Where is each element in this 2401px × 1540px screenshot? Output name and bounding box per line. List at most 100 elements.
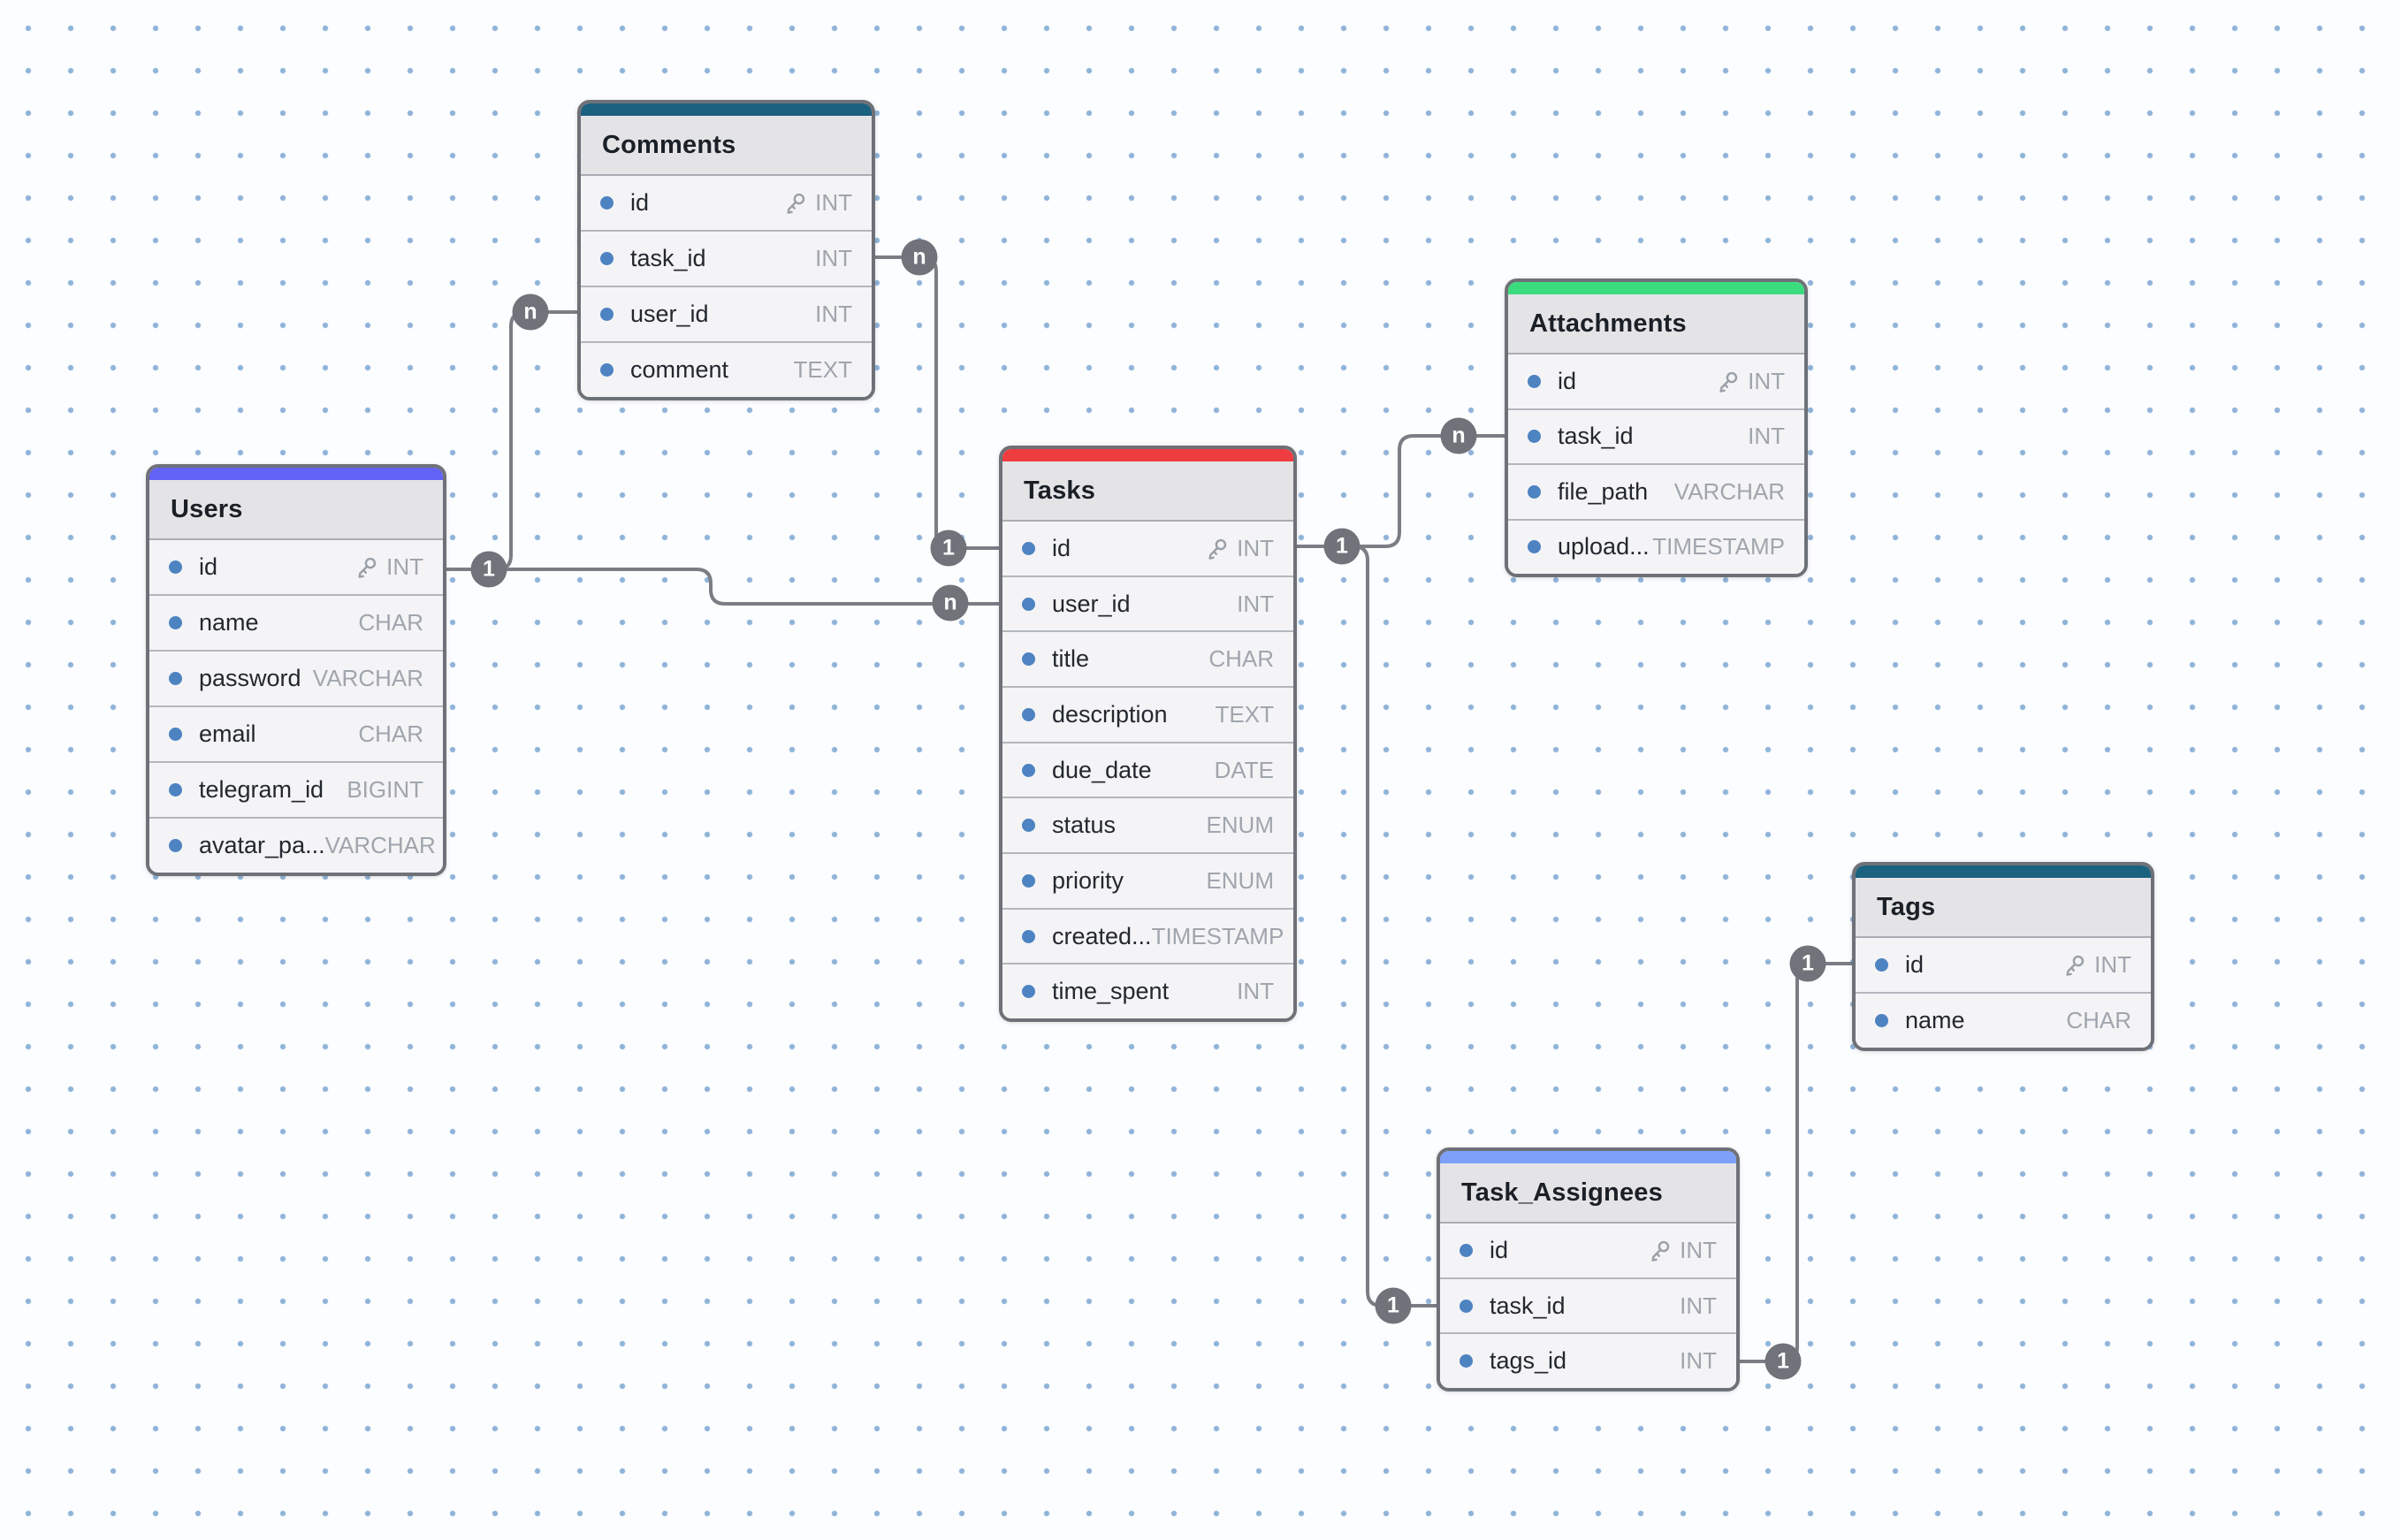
relationship-tasks-id-attachments-task-id[interactable] xyxy=(1295,434,1506,548)
table-header[interactable]: Users xyxy=(149,480,443,540)
field-name: password xyxy=(199,665,301,691)
relationship-users-id-comments-user-id[interactable] xyxy=(445,310,579,571)
field-bullet-icon xyxy=(600,363,614,377)
field-bullet-icon xyxy=(1528,540,1541,554)
field-name: upload... xyxy=(1558,533,1650,560)
table-header[interactable]: Tasks xyxy=(1002,461,1293,522)
field-type: CHAR xyxy=(358,720,423,747)
field-type-wrap: INT xyxy=(2062,951,2131,979)
field-type: INT xyxy=(815,245,852,271)
primary-key-icon xyxy=(1205,537,1229,560)
field-bullet-icon xyxy=(169,783,182,797)
field-type-wrap: INT xyxy=(783,189,852,217)
field-row-task-id[interactable]: task_id INT xyxy=(1508,409,1804,465)
field-type: ENUM xyxy=(1206,866,1274,894)
table-header[interactable]: Tags xyxy=(1856,878,2151,938)
field-type: INT xyxy=(1237,590,1274,617)
cardinality-badge: n xyxy=(932,584,969,621)
field-name: id xyxy=(1052,534,1071,561)
field-bullet-icon xyxy=(1528,430,1541,444)
field-type: VARCHAR xyxy=(312,665,423,691)
field-name: id xyxy=(1905,951,1925,978)
field-type-wrap: CHAR xyxy=(358,609,423,637)
field-type-wrap: INT xyxy=(1205,535,1274,562)
table-title: Tags xyxy=(1877,892,1936,921)
field-row-upload[interactable]: upload...TIMESTAMP xyxy=(1508,520,1804,574)
field-type: CHAR xyxy=(358,609,423,636)
field-type-wrap: BIGINT xyxy=(347,776,423,804)
field-type-wrap: TEXT xyxy=(1216,701,1274,728)
relationship-users-id-tasks-user-id[interactable] xyxy=(445,568,1001,606)
field-bullet-icon xyxy=(1460,1354,1473,1368)
primary-key-icon xyxy=(354,555,378,579)
field-name: task_id xyxy=(1558,423,1634,450)
field-type: INT xyxy=(815,301,852,327)
field-type-wrap: ENUM xyxy=(1206,812,1274,839)
relationship-tags-id-task-assignees-tags-id[interactable] xyxy=(1738,962,1854,1363)
cardinality-badge: n xyxy=(901,239,938,276)
field-row-id[interactable]: id INT xyxy=(1002,522,1293,577)
field-name: id xyxy=(199,553,218,580)
field-bullet-icon xyxy=(1022,985,1035,999)
field-type-wrap: DATE xyxy=(1215,757,1274,784)
relationship-tasks-id-task-assignees-task-id[interactable] xyxy=(1295,545,1438,1307)
cardinality-badge: 1 xyxy=(1323,528,1361,565)
field-bullet-icon xyxy=(169,728,182,741)
table-accent-bar xyxy=(149,468,443,480)
field-type: INT xyxy=(1748,423,1785,450)
primary-key-icon xyxy=(1716,370,1740,393)
table-title: Attachments xyxy=(1529,309,1687,338)
field-type-wrap: TIMESTAMP xyxy=(1652,533,1785,560)
table-header[interactable]: Comments xyxy=(581,116,872,176)
field-row-avatar-pa[interactable]: avatar_pa...VARCHAR xyxy=(149,819,443,873)
table-header[interactable]: Task_Assignees xyxy=(1440,1163,1736,1224)
table-header[interactable]: Attachments xyxy=(1508,294,1804,355)
field-row-password[interactable]: password VARCHAR xyxy=(149,652,443,707)
table-accent-bar xyxy=(581,103,872,116)
field-row-id[interactable]: id INT xyxy=(1856,938,2151,994)
cardinality-badge: 1 xyxy=(1375,1287,1412,1324)
field-type-wrap: INT xyxy=(1237,978,1274,1005)
field-row-created[interactable]: created...TIMESTAMP xyxy=(1002,909,1293,965)
field-bullet-icon xyxy=(1022,819,1035,833)
relationship-comments-task-id-tasks-id[interactable] xyxy=(873,255,1001,550)
field-type: INT xyxy=(1680,1347,1717,1375)
field-type-wrap: CHAR xyxy=(358,720,423,748)
field-bullet-icon xyxy=(1875,958,1888,972)
field-type: INT xyxy=(1237,978,1274,1005)
field-type-wrap: CHAR xyxy=(2066,1007,2131,1034)
table-accent-bar xyxy=(1856,865,2151,878)
